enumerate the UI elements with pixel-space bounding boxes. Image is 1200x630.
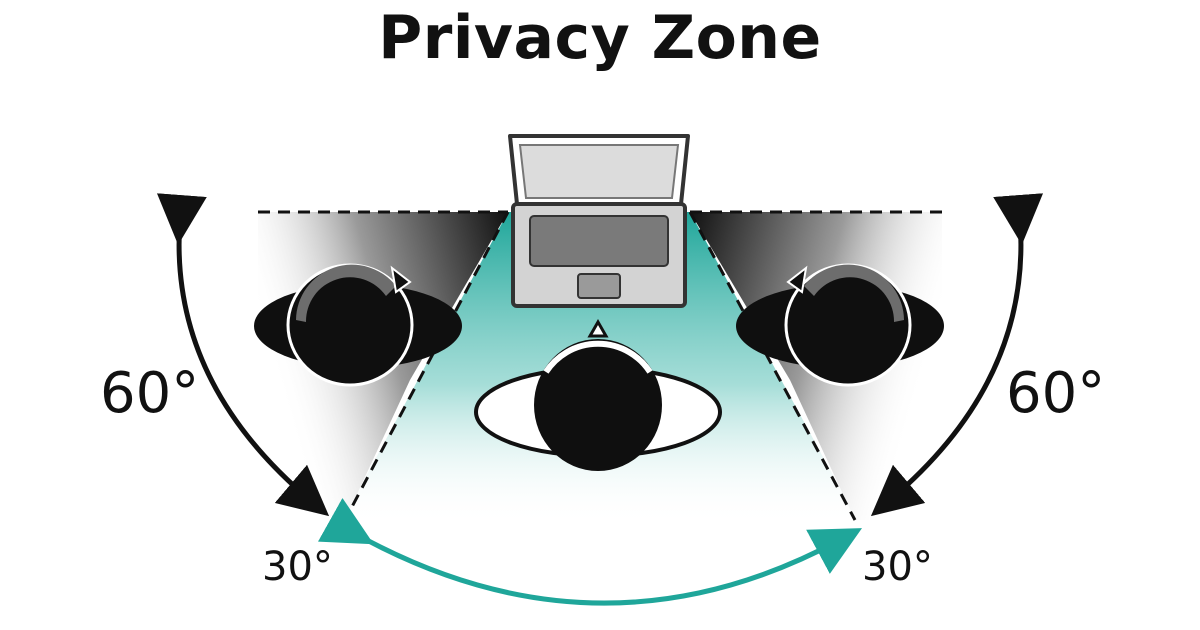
angle-arrow-bottom-30 <box>317 497 863 606</box>
zone-boundary-left <box>343 211 510 521</box>
page-title: Privacy Zone <box>378 3 822 73</box>
angle-arrow-left-60 <box>156 193 330 517</box>
laptop-icon <box>508 134 690 308</box>
angle-arrow-right-60 <box>870 193 1044 517</box>
angle-label-left-60: 60° <box>100 361 199 426</box>
angle-label-right-60: 60° <box>1006 361 1105 426</box>
viewer-center <box>474 318 722 471</box>
zone-boundary-right <box>688 211 857 521</box>
angle-label-left-30: 30° <box>262 544 333 590</box>
angle-label-right-30: 30° <box>862 544 933 590</box>
